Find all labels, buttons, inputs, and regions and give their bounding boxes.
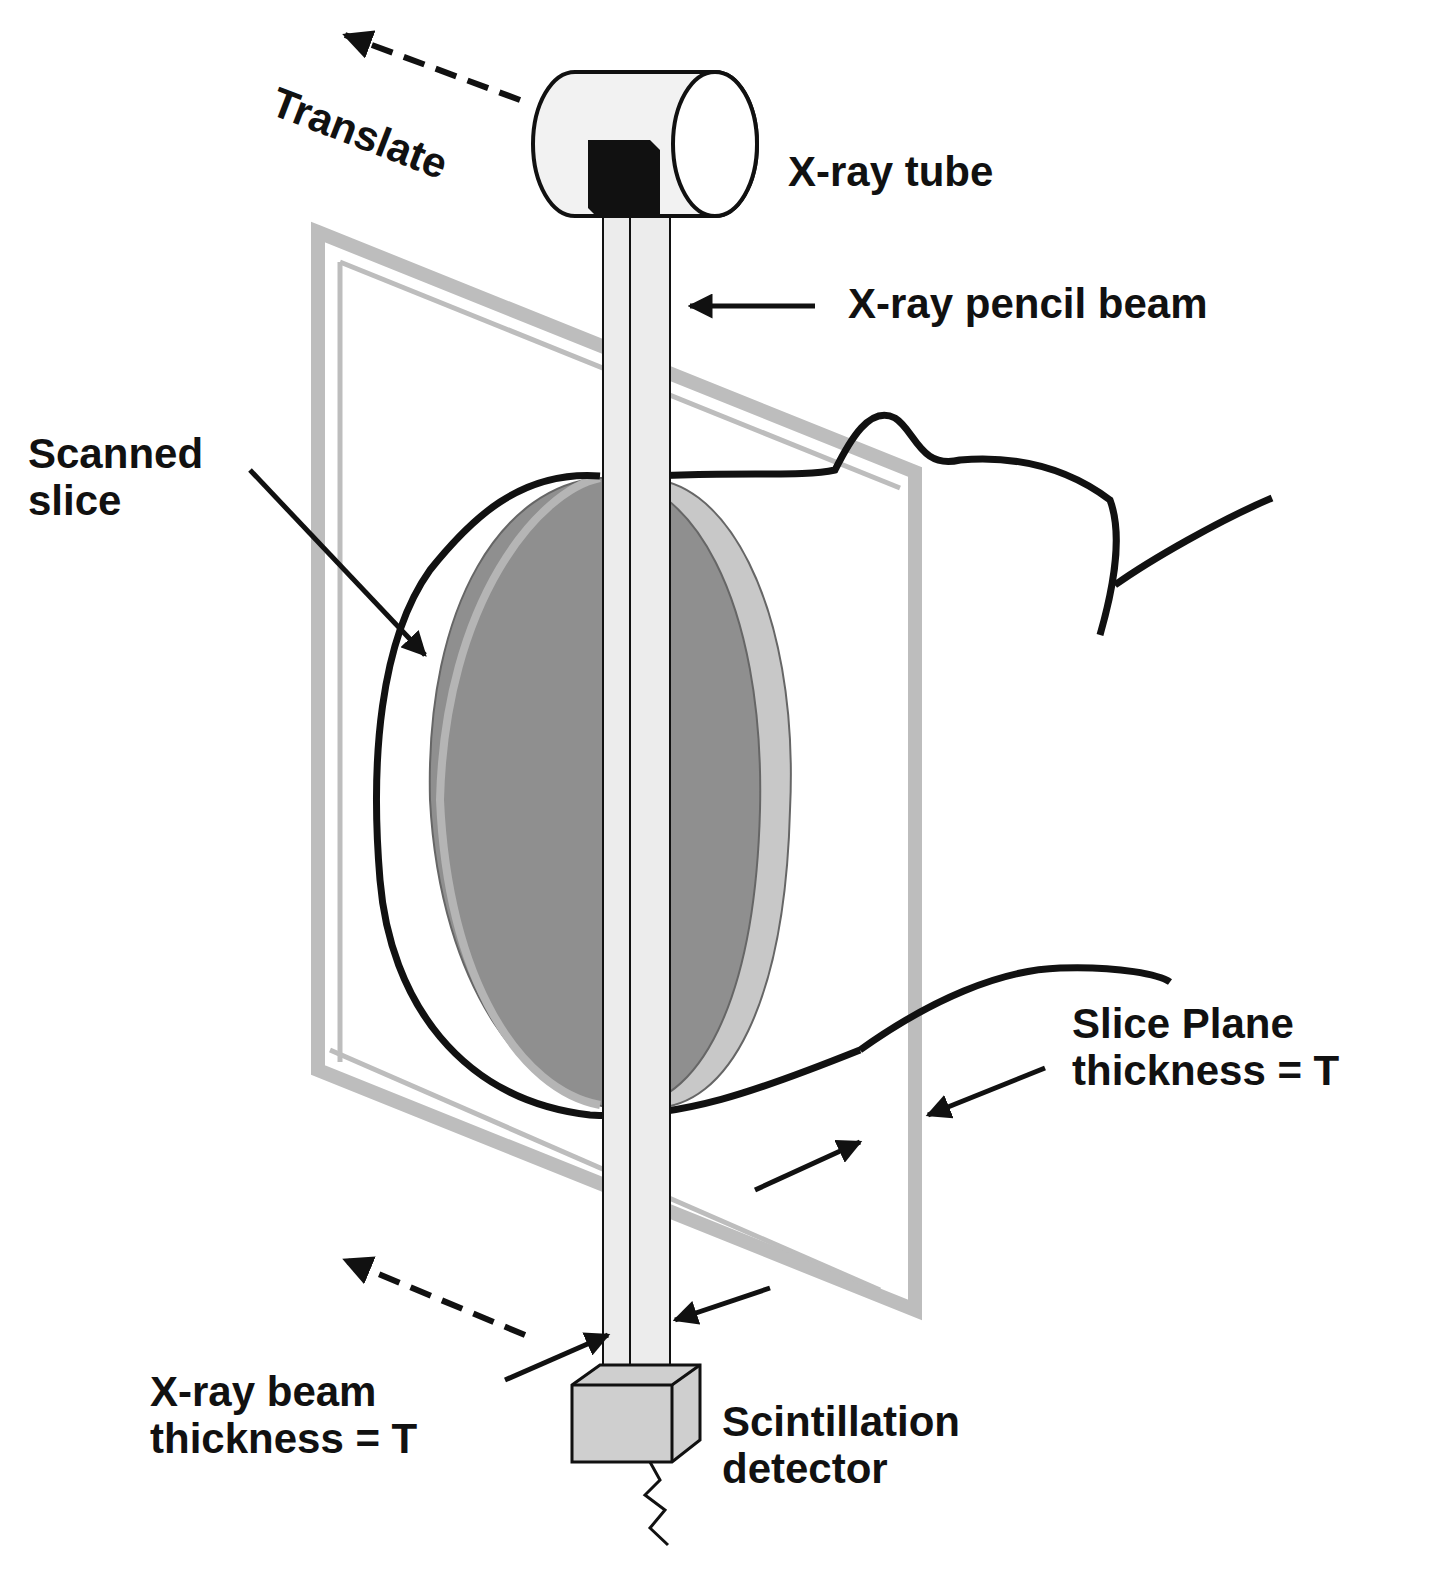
dimension-label: X-ray beam thickness = T	[150, 1368, 500, 1462]
part-label: X-ray tube	[788, 148, 1088, 195]
leader-arrow	[250, 306, 1045, 1380]
scintillation-detector	[572, 1365, 700, 1545]
pencil-beam	[603, 210, 670, 1390]
part-label: X-ray pencil beam	[848, 280, 1288, 327]
translate-arrow	[345, 35, 525, 1335]
dimension-label: Slice Plane thickness = T	[1072, 1000, 1422, 1094]
body-outline	[377, 476, 1170, 1116]
x-ray-tube	[533, 72, 757, 218]
motion-label: Translate	[265, 78, 506, 208]
part-label: Scanned slice	[28, 430, 268, 524]
part-label: Scintillation detector	[722, 1398, 1052, 1492]
